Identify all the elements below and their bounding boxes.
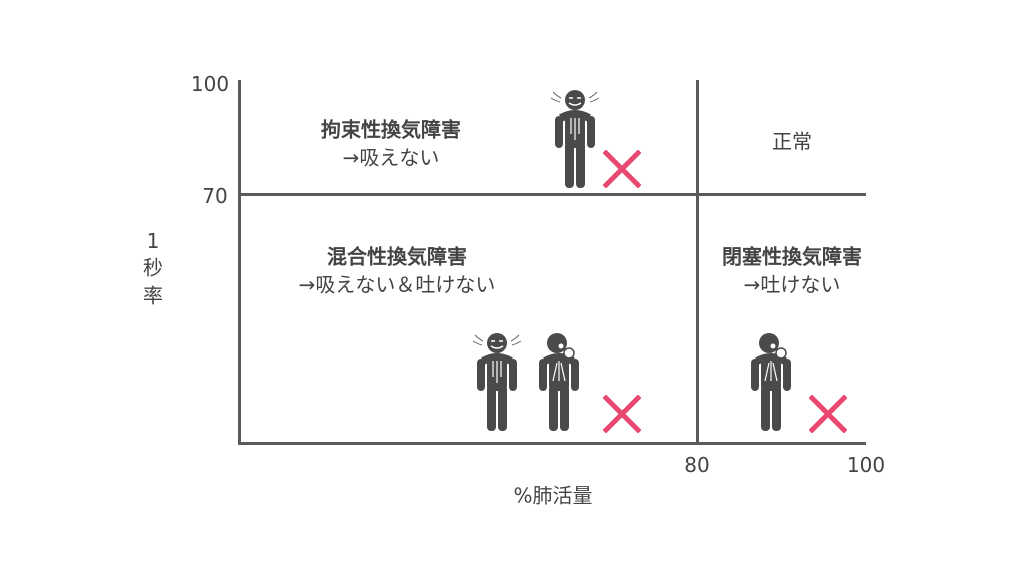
y-tick-70: 70 [202,184,228,208]
threshold-line-70 [238,193,866,196]
person-exhale-icon [746,333,796,433]
obstructive-subtitle: →吐けない [743,272,841,297]
restrictive-title: 拘束性換気障害 [321,117,461,142]
y-axis-label-3: 率 [143,283,163,308]
x-tick-80: 80 [684,453,710,477]
y-axis-label-2: 秒 [143,255,163,280]
cross-mark-icon [603,150,641,188]
threshold-line-80 [696,80,699,444]
person-exhale-icon [534,333,584,433]
person-inhale-icon [472,333,522,433]
mixed-subtitle: →吸えない＆吐けない [298,272,496,297]
y-axis [238,80,241,444]
restrictive-subtitle: →吸えない [342,145,440,170]
x-axis-label: %肺活量 [513,483,593,508]
x-axis [238,442,866,445]
cross-mark-icon [603,395,641,433]
person-inhale-icon [550,90,600,190]
cross-mark-icon [809,395,847,433]
obstructive-title: 閉塞性換気障害 [722,244,862,269]
y-tick-100: 100 [190,72,230,96]
x-tick-100: 100 [846,453,886,477]
mixed-title: 混合性換気障害 [327,244,467,269]
y-axis-label-1: 1 [146,229,160,253]
normal-title: 正常 [772,129,812,154]
